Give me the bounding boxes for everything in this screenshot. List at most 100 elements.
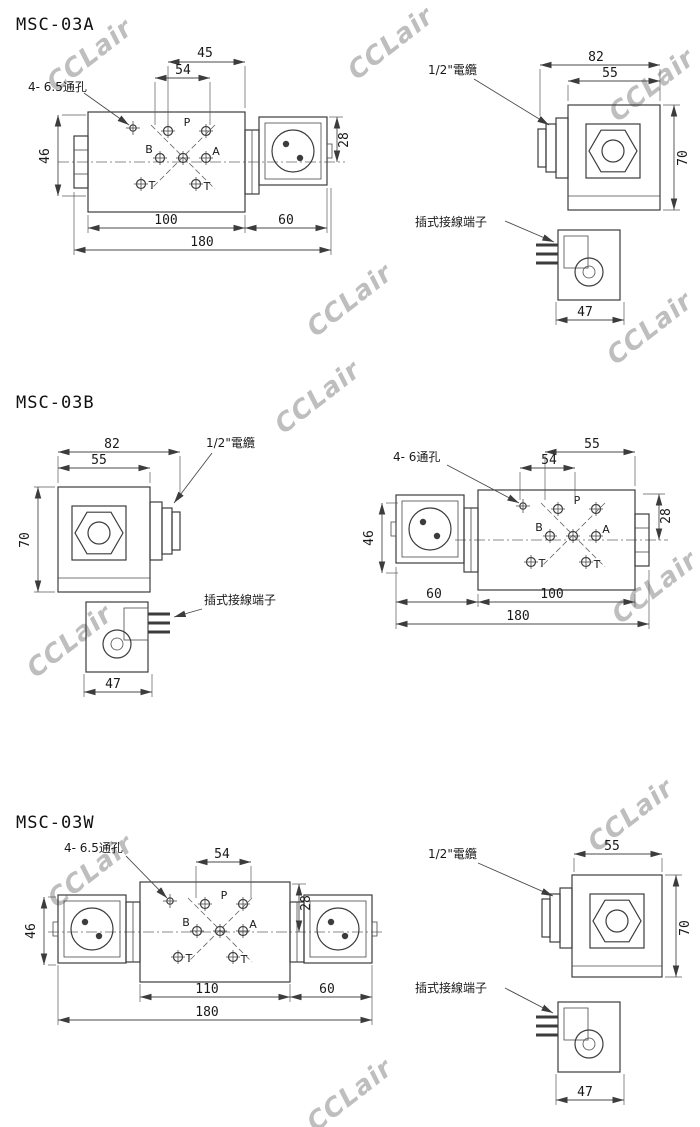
dim-46: 46 [24, 896, 56, 966]
cable-callout: 1/2"電纜 [428, 847, 554, 897]
msc03a-side-view: 82 55 70 1/2"電纜 [415, 50, 691, 325]
svg-text:180: 180 [506, 609, 529, 624]
dim-47: 47 [555, 1074, 625, 1105]
svg-text:70: 70 [18, 532, 33, 548]
end-cap [634, 513, 650, 567]
port-label-b: B [145, 143, 153, 156]
dim-54: 54 [154, 63, 211, 125]
svg-text:47: 47 [105, 677, 121, 692]
dim-47: 47 [83, 674, 153, 697]
dim-82: 82 [539, 50, 661, 116]
dim-28: 28 [329, 116, 352, 162]
svg-text:180: 180 [195, 1005, 218, 1020]
terminal-label: 插式接線端子 [415, 980, 487, 995]
solenoid-body [567, 104, 661, 211]
plug-connector [85, 601, 170, 673]
dim-100: 100 [478, 587, 636, 607]
watermark: CCLair [301, 1052, 399, 1127]
port-label-t: T [148, 179, 156, 192]
dim-28: 28 [292, 883, 314, 932]
svg-text:28: 28 [659, 508, 674, 524]
svg-text:47: 47 [577, 1085, 593, 1100]
cable-label: 1/2"電纜 [206, 436, 255, 450]
svg-text:55: 55 [602, 66, 618, 81]
connector-face [271, 129, 315, 173]
holes-label: 4- 6通孔 [393, 450, 440, 464]
svg-text:82: 82 [588, 50, 604, 65]
end-cap [73, 135, 89, 189]
dim-54: 54 [195, 847, 252, 898]
dim-70: 70 [663, 104, 691, 211]
dim-55: 55 [567, 66, 660, 101]
dim-45: 45 [167, 46, 246, 124]
dim-55: 55 [544, 437, 636, 500]
svg-text:60: 60 [278, 213, 294, 228]
port-label-p: P [221, 889, 228, 902]
cable-gland [537, 128, 547, 168]
section-msc-03b: MSC-03B 82 55 [16, 393, 674, 697]
cable-callout: 1/2"電纜 [173, 436, 255, 504]
svg-text:100: 100 [154, 213, 177, 228]
port-label-a: A [602, 523, 610, 536]
svg-text:46: 46 [24, 923, 39, 939]
svg-text:180: 180 [190, 235, 213, 250]
hex-nut [74, 511, 124, 555]
cable-gland [171, 511, 181, 551]
hex-nut [588, 129, 638, 173]
section-title-msc03b: MSC-03B [16, 393, 95, 413]
dim-60: 60 [245, 188, 328, 233]
dim-180: 180 [396, 570, 650, 629]
holes-callout: 4- 6.5通孔 [28, 80, 130, 126]
port-label-t: T [538, 557, 546, 570]
watermark: CCLair [342, 0, 440, 86]
msc03b-side-view: 82 55 70 1/2"電纜 [18, 436, 276, 697]
dim-110: 110 [139, 982, 291, 1002]
msc03b-top-view: P B A T T 55 54 4- 6通孔 [362, 437, 674, 629]
cable-label: 1/2"電纜 [428, 63, 477, 77]
dim-46: 46 [362, 502, 398, 574]
svg-text:55: 55 [584, 437, 600, 452]
holes-label: 4- 6.5通孔 [64, 841, 123, 855]
holes-callout: 4- 6.5通孔 [64, 841, 168, 899]
terminal-callout: 插式接線端子 [415, 214, 555, 243]
holes-label: 4- 6.5通孔 [28, 80, 87, 94]
svg-text:54: 54 [541, 453, 557, 468]
dim-60: 60 [290, 965, 373, 1025]
cable-callout: 1/2"電纜 [428, 63, 550, 126]
svg-text:46: 46 [362, 530, 377, 546]
connector-face [70, 907, 114, 951]
svg-text:100: 100 [540, 587, 563, 602]
svg-text:70: 70 [678, 920, 693, 936]
connector-housing [258, 116, 328, 186]
msc03w-side-view: 55 70 1/2"電纜 插式接線端子 [415, 839, 693, 1105]
svg-text:28: 28 [337, 132, 352, 148]
port-label-b: B [535, 521, 543, 534]
terminal-callout: 插式接線端子 [415, 980, 554, 1014]
port-label-p: P [184, 116, 191, 129]
dim-82: 82 [57, 437, 181, 498]
svg-text:60: 60 [319, 982, 335, 997]
watermark: CCLair [606, 544, 700, 630]
solenoid-body [571, 874, 663, 978]
port-label-t: T [185, 952, 193, 965]
connector-housing [303, 894, 373, 964]
dim-55: 55 [58, 453, 151, 483]
hex-nut [592, 899, 642, 943]
dim-47: 47 [555, 302, 625, 325]
svg-text:28: 28 [299, 895, 314, 911]
dim-70: 70 [18, 486, 55, 593]
watermark: CCLair [603, 42, 700, 128]
watermark: CCLair [301, 257, 399, 343]
svg-text:54: 54 [214, 847, 230, 862]
watermark: CCLair [601, 285, 699, 371]
dim-55: 55 [573, 839, 663, 872]
port-label-t: T [203, 180, 211, 193]
plug-connector [536, 1001, 621, 1073]
dim-100: 100 [87, 213, 246, 233]
cable-gland [541, 898, 551, 938]
dim-28: 28 [643, 493, 674, 540]
svg-text:55: 55 [91, 453, 107, 468]
holes-callout: 4- 6通孔 [393, 450, 520, 504]
